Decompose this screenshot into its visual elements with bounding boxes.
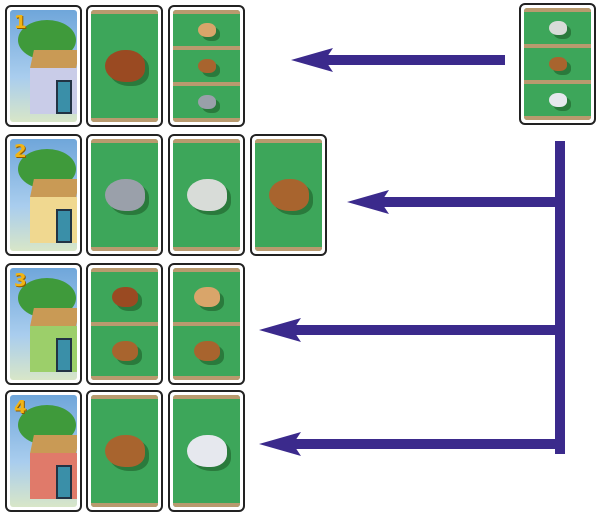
fence-tier xyxy=(173,326,240,380)
card-face xyxy=(173,139,240,251)
rabbit-icon xyxy=(268,179,309,211)
pony-icon xyxy=(193,286,220,308)
house-number: 4 xyxy=(14,397,27,418)
animal-card[interactable] xyxy=(168,134,245,256)
card-face xyxy=(173,268,240,380)
arrow-head-icon xyxy=(347,190,389,214)
goat-icon xyxy=(186,179,227,211)
branch-line xyxy=(555,141,565,454)
arrow-head-icon xyxy=(259,432,301,456)
arrow-shaft xyxy=(289,439,560,449)
card-face xyxy=(173,10,240,122)
arrow-shaft xyxy=(289,325,560,335)
card-face xyxy=(91,268,158,380)
arrow-head-icon xyxy=(259,318,301,342)
fence-tier xyxy=(91,10,158,122)
card-face xyxy=(91,10,158,122)
door-icon xyxy=(56,209,72,243)
house-wall xyxy=(30,453,77,499)
fence-tier xyxy=(91,139,158,251)
card-face: 2 xyxy=(10,139,77,251)
fence-tier xyxy=(173,10,240,50)
animal-card[interactable] xyxy=(168,390,245,512)
animal-card[interactable] xyxy=(168,263,245,385)
fence-tier xyxy=(524,84,591,120)
animal-card[interactable] xyxy=(168,5,245,127)
house-wall xyxy=(30,326,77,372)
fence-tier xyxy=(524,8,591,48)
animal-card[interactable] xyxy=(250,134,327,256)
rabbit-icon xyxy=(111,340,138,362)
house-wall xyxy=(30,197,77,243)
animal-card[interactable] xyxy=(86,263,163,385)
drawn-card[interactable] xyxy=(519,3,596,125)
goose-icon xyxy=(548,92,567,108)
house-wall xyxy=(30,68,77,114)
rabbit-icon xyxy=(193,340,220,362)
fence-tier xyxy=(173,395,240,507)
house-card-1[interactable]: 1 xyxy=(5,5,82,127)
card-face: 4 xyxy=(10,395,77,507)
mouse-icon xyxy=(197,94,216,110)
house-number: 2 xyxy=(14,141,27,162)
rabbit-icon xyxy=(197,58,216,74)
card-face xyxy=(173,395,240,507)
house-card-3[interactable]: 3 xyxy=(5,263,82,385)
rooster-icon xyxy=(104,50,145,82)
fence-tier xyxy=(91,395,158,507)
rabbit-icon xyxy=(548,56,567,72)
arrow-shaft xyxy=(377,197,560,207)
arrow-head-icon xyxy=(291,48,333,72)
fence-tier xyxy=(524,48,591,84)
door-icon xyxy=(56,80,72,114)
arrow-shaft xyxy=(321,55,505,65)
door-icon xyxy=(56,338,72,372)
house-number: 3 xyxy=(14,270,27,291)
rabbit-icon xyxy=(104,435,145,467)
fence-tier xyxy=(173,50,240,86)
fence-tier xyxy=(91,268,158,326)
fence-tier xyxy=(255,139,322,251)
card-face: 1 xyxy=(10,10,77,122)
goat-icon xyxy=(548,20,567,36)
rooster-icon xyxy=(111,286,138,308)
fence-tier xyxy=(91,326,158,380)
card-face xyxy=(255,139,322,251)
fence-tier xyxy=(173,86,240,122)
door-icon xyxy=(56,465,72,499)
fence-tier xyxy=(173,268,240,326)
card-face xyxy=(91,139,158,251)
animal-card[interactable] xyxy=(86,390,163,512)
animal-card[interactable] xyxy=(86,134,163,256)
card-face xyxy=(524,8,591,120)
goose-icon xyxy=(186,435,227,467)
house-card-2[interactable]: 2 xyxy=(5,134,82,256)
animal-card[interactable] xyxy=(86,5,163,127)
fence-tier xyxy=(173,139,240,251)
mouse-icon xyxy=(104,179,145,211)
house-number: 1 xyxy=(14,12,27,33)
card-face xyxy=(91,395,158,507)
card-face: 3 xyxy=(10,268,77,380)
pony-icon xyxy=(197,22,216,38)
house-card-4[interactable]: 4 xyxy=(5,390,82,512)
